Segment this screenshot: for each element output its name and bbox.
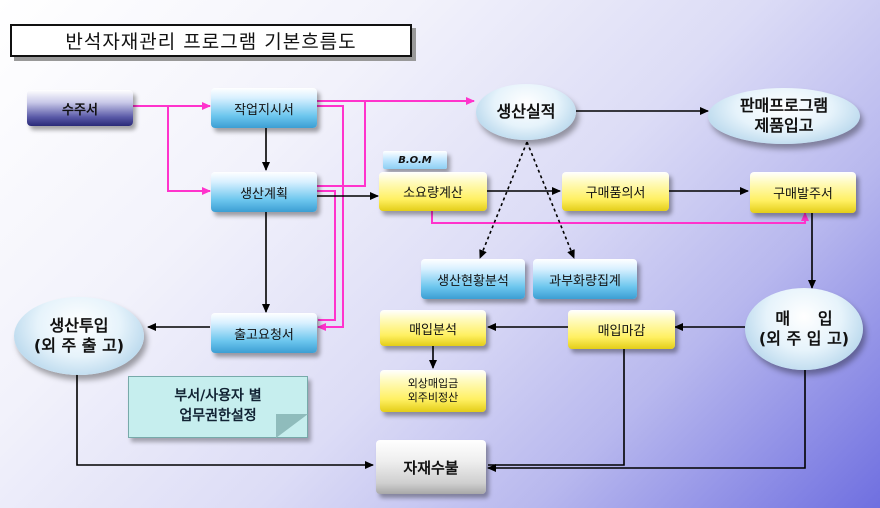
diagram-title: 반석자재관리 프로그램 기본흐름도 [10,24,412,57]
link-input-to-ledger [76,373,374,469]
node-purchase-analysis: 매입분석 [380,310,486,346]
sales-program-line1: 판매프로그램 [739,96,829,115]
node-purchase-close: 매입마감 [568,310,675,349]
link-receipt-to-ledger [487,370,806,472]
node-issue-request: 출고요청서 [211,313,317,353]
production-input-line2: (외 주 출 고) [33,336,125,355]
node-sales-program: 판매프로그램 제품입고 [708,88,860,144]
note-fold-corner [276,414,308,438]
production-input-line1: 생산투입 [49,316,109,335]
link-bom-to-purchase-order [431,211,809,224]
node-work-instruction: 작업지시서 [211,88,317,128]
payable-settle-line1: 외상매입금 [407,377,459,391]
purchase-receipt-line1: 매 입 [775,309,833,328]
permission-note: 부서/사용자 별 업무권한설정 [128,376,308,438]
link-result-to-status [479,141,528,259]
link-work-to-issue-a [317,105,344,331]
node-production-status: 생산현황분석 [421,259,525,299]
permission-note-line1: 부서/사용자 별 [174,388,262,405]
permission-note-line2: 업무권한설정 [179,408,257,424]
node-overload-total: 과부화량집계 [533,259,637,299]
node-purchase-order: 구매발주서 [750,172,856,213]
node-order: 수주서 [27,90,133,126]
node-purchase-request: 구매품의서 [562,172,669,211]
link-close-to-ledger [488,349,625,466]
node-production-input: 생산투입 (외 주 출 고) [14,297,144,375]
node-material-ledger: 자재수불 [376,440,486,494]
bom-label: B.O.M [383,151,447,169]
link-plan-to-issue [317,190,336,321]
node-production-result: 생산실적 [476,84,576,140]
node-payable-settle: 외상매입금 외주비정산 [380,370,486,412]
link-order-to-plan [167,106,211,195]
node-production-plan: 생산계획 [211,172,317,212]
link-result-to-overload [526,141,575,259]
node-purchase-receipt: 매 입 (외 주 입 고) [745,288,863,370]
node-requirement-calc: 소요량계산 [379,172,487,211]
sales-program-line2: 제품입고 [754,116,814,135]
payable-settle-line2: 외주비정산 [407,391,459,404]
link-plan-to-result [317,101,366,187]
purchase-receipt-line2: (외 주 입 고) [758,329,850,348]
